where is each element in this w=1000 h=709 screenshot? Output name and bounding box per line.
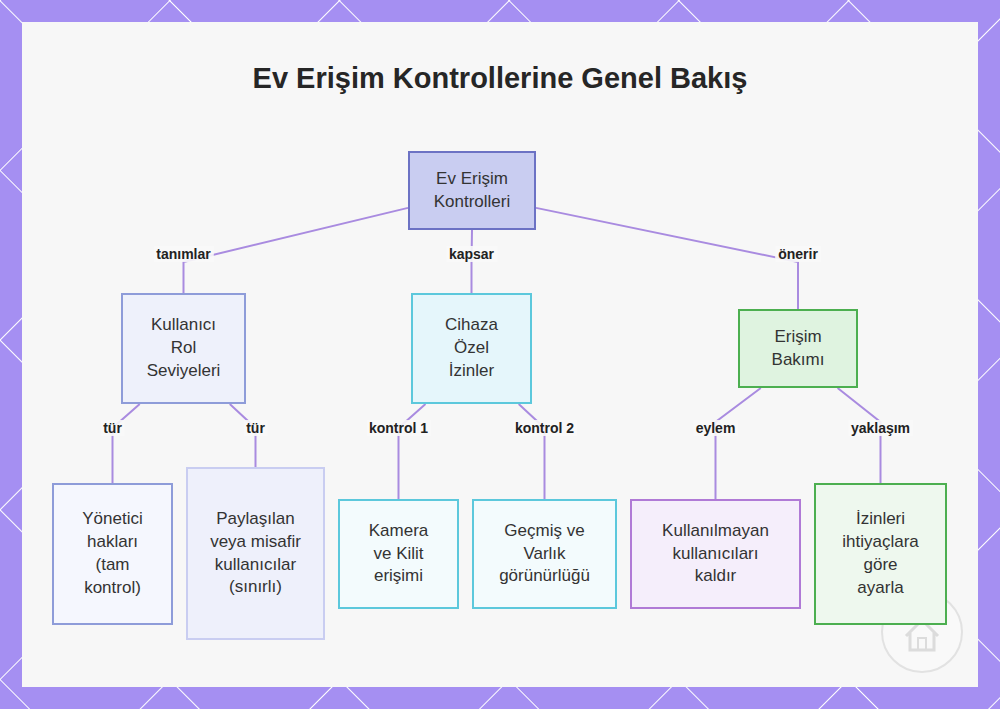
concept-box: Kamera ve Kilit erişimi xyxy=(338,499,459,609)
connector-line xyxy=(184,208,409,293)
concept-box: Paylaşılan veya misafir kullanıcılar (sı… xyxy=(186,467,325,640)
concept-box: Geçmiş ve Varlık görünürlüğü xyxy=(472,499,617,609)
connector-line xyxy=(536,208,798,309)
concept-box: Kullanıcı Rol Seviyeleri xyxy=(121,293,246,404)
connector-line xyxy=(113,404,140,483)
concept-box: İzinleri ihtiyaçlara göre ayarla xyxy=(814,483,947,625)
edge-label: kontrol 1 xyxy=(366,420,431,436)
edge-label: eylem xyxy=(693,420,739,436)
concept-box: Cihaza Özel İzinler xyxy=(411,293,532,404)
node-text: Paylaşılan veya misafir kullanıcılar (sı… xyxy=(204,508,307,600)
edge-label: önerir xyxy=(775,246,821,262)
edge-label: yaklaşım xyxy=(848,420,913,436)
node-text: Kullanılmayan kullanıcıları kaldır xyxy=(652,520,779,589)
node-text: İzinleri ihtiyaçlara göre ayarla xyxy=(842,508,919,600)
node-text: Yönetici hakları (tam kontrol) xyxy=(70,508,155,600)
concept-box: Yönetici hakları (tam kontrol) xyxy=(52,483,173,625)
edge-label: kapsar xyxy=(446,246,497,262)
node-text: Erişim Bakımı xyxy=(760,326,836,372)
edge-label: tanımlar xyxy=(153,246,213,262)
root-box: Ev Erişim Kontrolleri xyxy=(408,151,536,230)
connector-line xyxy=(399,404,426,499)
node-text: Geçmiş ve Varlık görünürlüğü xyxy=(488,520,601,589)
node-text: Kamera ve Kilit erişimi xyxy=(358,520,439,589)
panel xyxy=(22,22,978,687)
concept-box: Kullanılmayan kullanıcıları kaldır xyxy=(630,499,801,609)
edge-label: kontrol 2 xyxy=(512,420,577,436)
connector-line xyxy=(716,388,761,499)
connector-line xyxy=(519,404,545,499)
edge-label: tür xyxy=(243,420,268,436)
node-text: Kullanıcı Rol Seviyeleri xyxy=(143,314,224,383)
edge-label: tür xyxy=(100,420,125,436)
node-text: Ev Erişim Kontrolleri xyxy=(422,168,522,214)
diagram-title: Ev Erişim Kontrollerine Genel Bakış xyxy=(0,62,1000,95)
concept-box: Erişim Bakımı xyxy=(738,309,858,388)
node-text: Cihaza Özel İzinler xyxy=(435,314,508,383)
